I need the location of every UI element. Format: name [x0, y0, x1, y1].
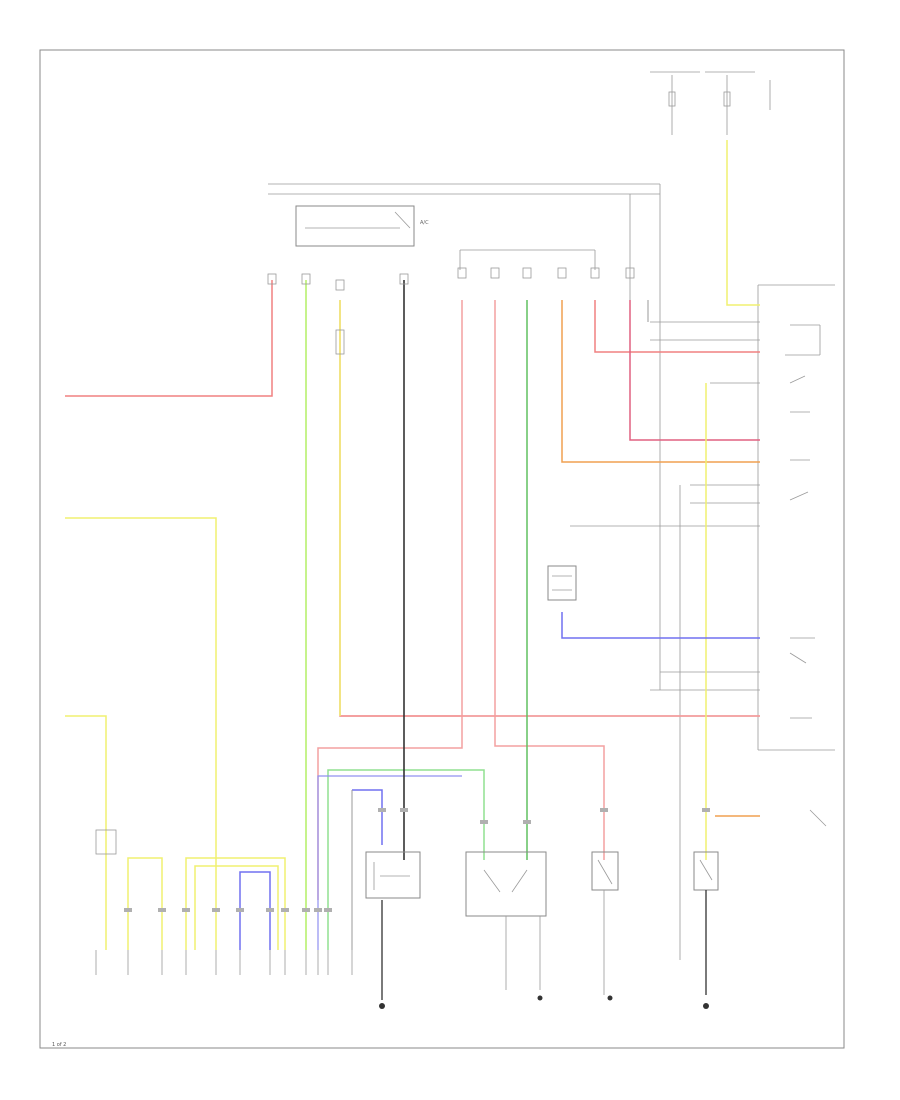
pressure-sensor — [547, 565, 577, 601]
engine-control-module-box — [757, 284, 835, 751]
wire-yellow-left — [65, 517, 217, 950]
svg-text:A/C: A/C — [420, 220, 429, 226]
wire-green-328 — [327, 769, 485, 950]
module-input-wires — [570, 321, 760, 960]
main-relay: A/C — [295, 205, 429, 247]
top-connector-row — [267, 267, 635, 291]
terminal-markers — [124, 808, 710, 912]
wire-yellow-bottom-left — [65, 715, 107, 950]
page-corner-label: 1 of 2 — [52, 1042, 66, 1048]
wire-red-717 — [339, 300, 760, 717]
wire-blue-left — [239, 871, 271, 950]
wire-blue-sensor — [352, 789, 383, 845]
wire-red-630 — [629, 300, 760, 441]
wire-red-left — [65, 280, 273, 397]
wire-orange-562 — [561, 300, 760, 463]
wire-blue-module — [561, 612, 760, 639]
diagram-border — [39, 49, 845, 1049]
wire-red-right-top — [594, 300, 760, 353]
wire-yellow-bus-3 — [194, 865, 279, 950]
wire-yellow-bus-1 — [127, 857, 163, 950]
wire-pink-495 — [494, 300, 605, 860]
blower-switch — [809, 809, 827, 827]
controller-label-top — [459, 249, 596, 270]
inline-resistor — [335, 329, 345, 355]
double-switch — [465, 851, 547, 917]
ground-symbols — [379, 995, 709, 1009]
hot-at-all-times-fuses — [650, 71, 755, 135]
bottom-connector-pins — [95, 950, 353, 975]
bottom-ground-wires — [381, 890, 707, 1000]
left-resistor — [95, 829, 117, 855]
wire-yellow-bus-2 — [185, 857, 286, 950]
wire-yellow-top-right — [726, 140, 760, 306]
relay-bottom-mid — [591, 851, 619, 891]
wire-blue-mid — [317, 775, 462, 950]
ground-bus — [268, 183, 661, 690]
relay-bottom-left — [365, 851, 421, 899]
